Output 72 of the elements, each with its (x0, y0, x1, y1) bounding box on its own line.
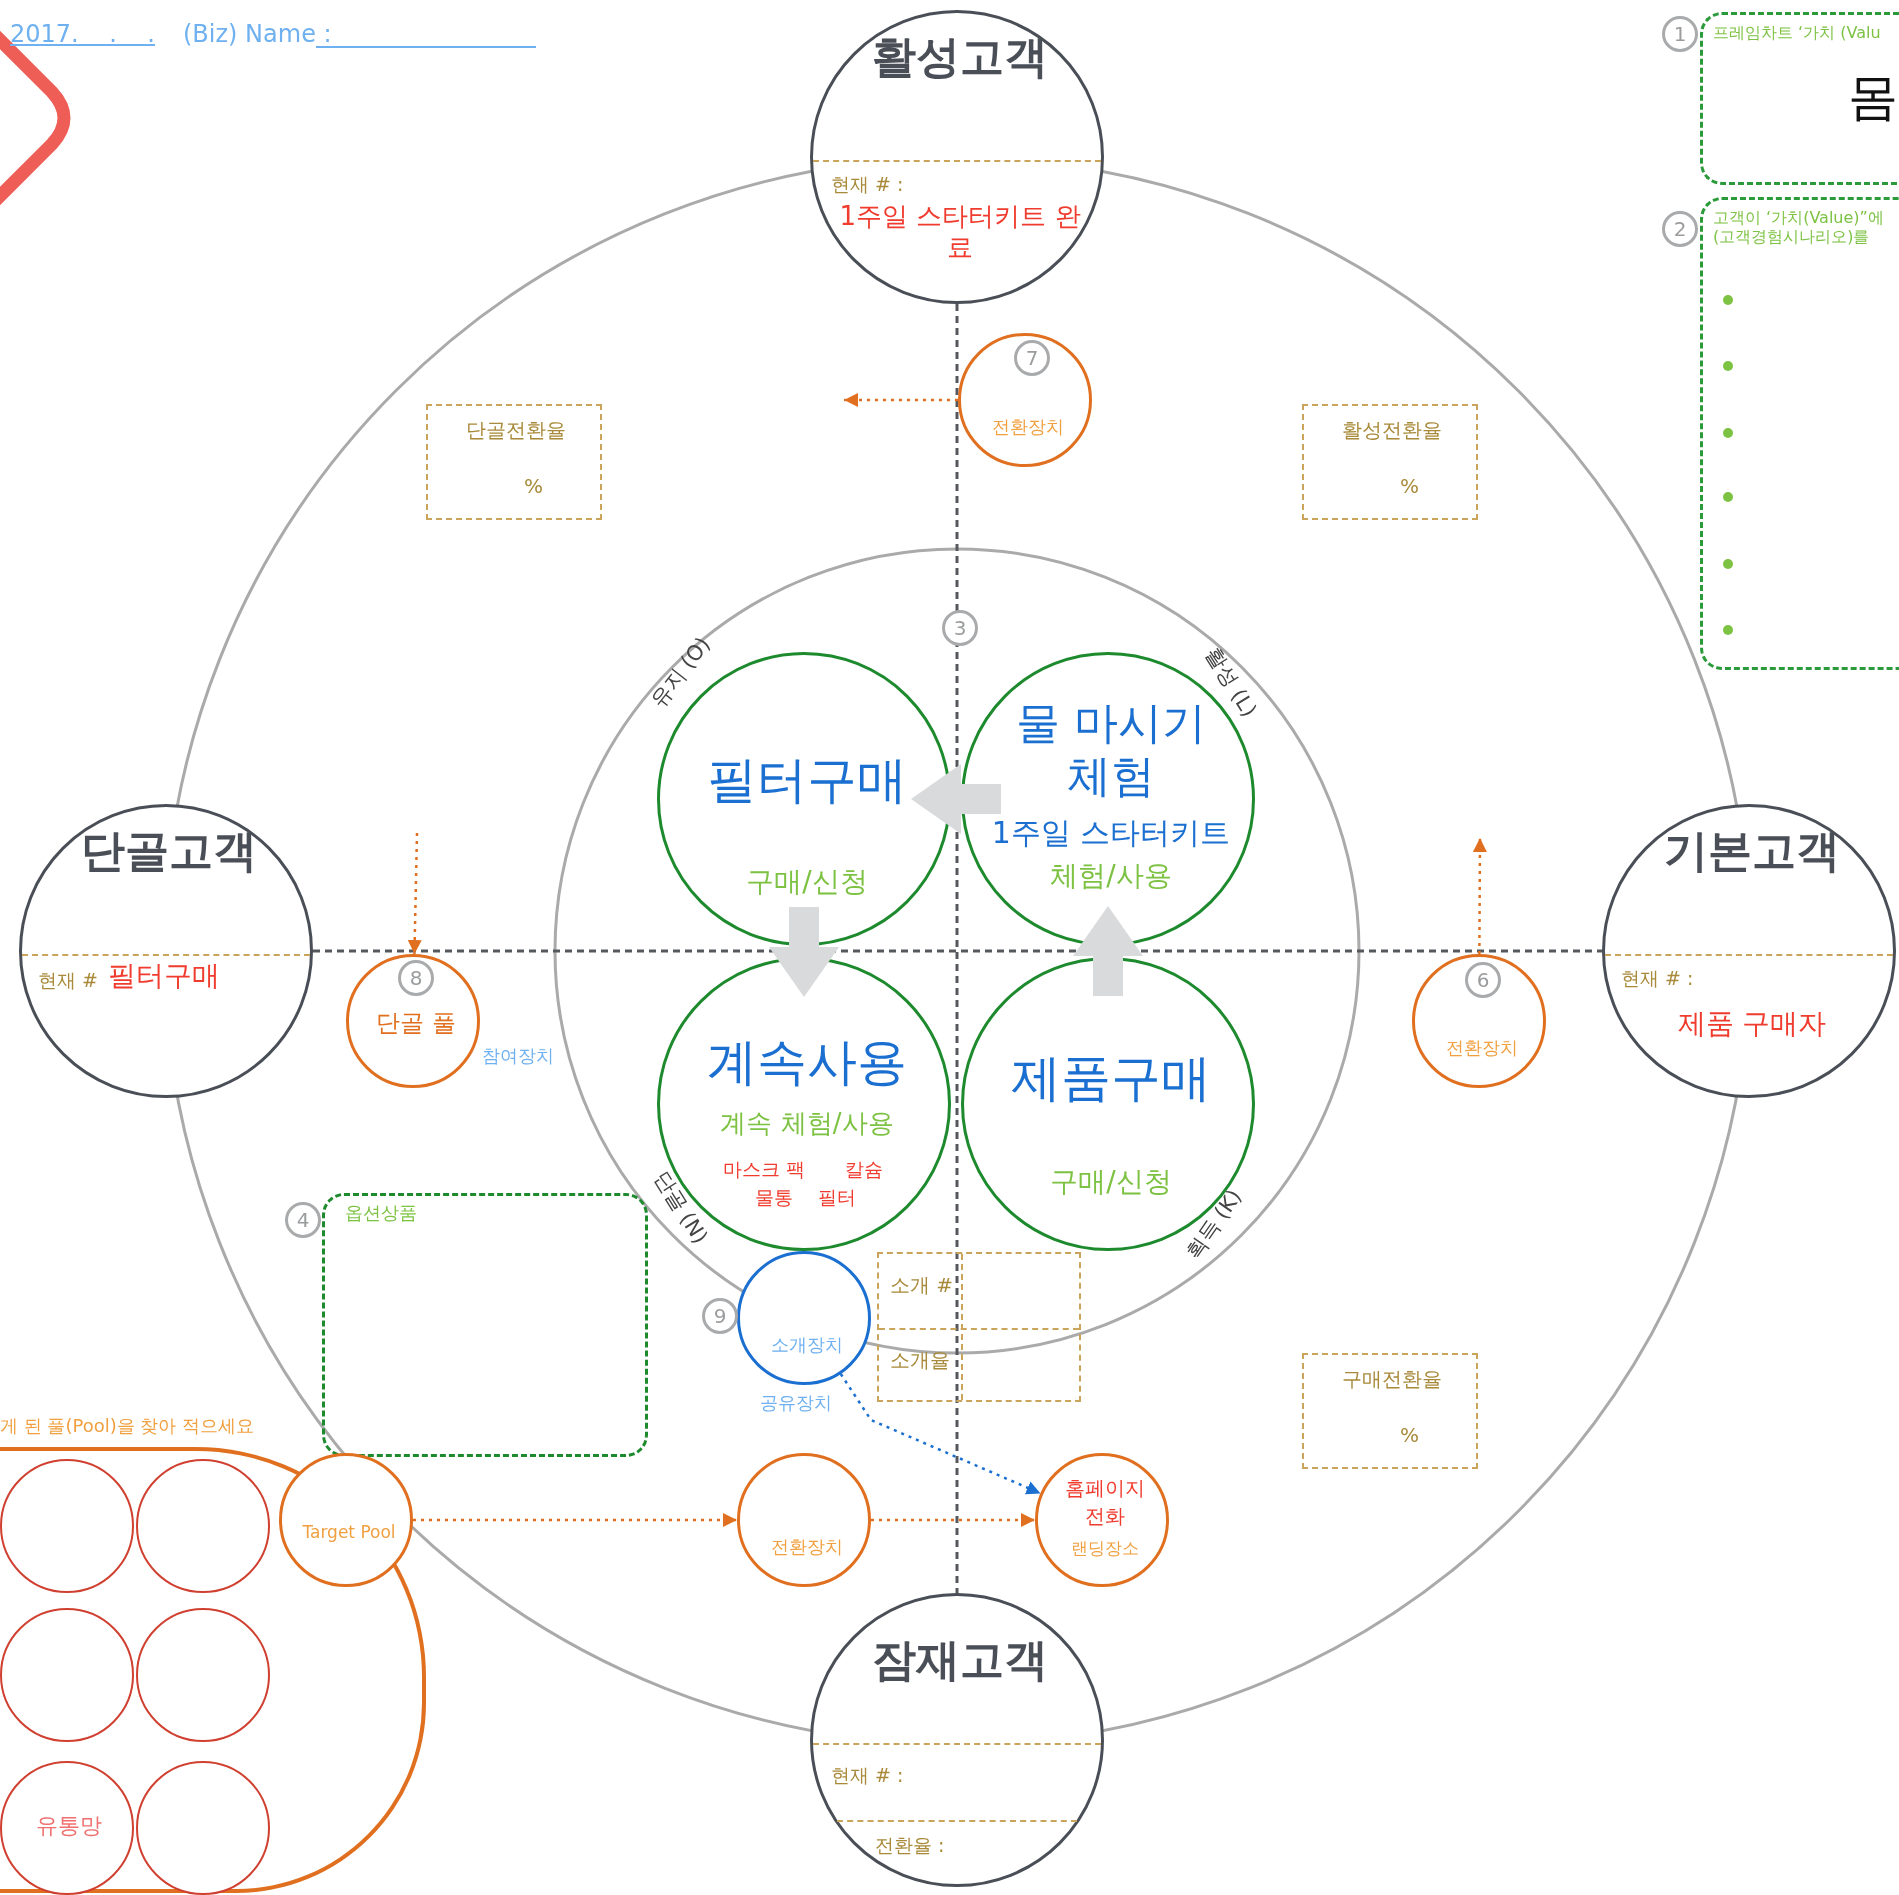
callout-number: 2 (1662, 211, 1698, 247)
product-item: 마스크 팩 (723, 1158, 807, 1181)
customer-value: 1주일 스타터키트 완료 (838, 201, 1082, 264)
stage-title: 계속사용 (706, 1032, 908, 1092)
stage-detail: 1주일 스타터키트 (990, 815, 1232, 851)
percent-sign: % (1400, 1423, 1420, 1447)
callout-number: 4 (285, 1202, 321, 1238)
arrow (839, 1373, 1041, 1495)
customer-title: 잠재고객 (871, 1634, 1049, 1687)
block-arrow (1073, 906, 1143, 996)
pool-heading: 게 된 풀(Pool)을 찾아 적으세요 (0, 1415, 256, 1437)
stage-subtitle: 계속 체험/사용 (719, 1108, 895, 1140)
stage-title: 필터구매 (706, 750, 908, 810)
note-box (1700, 12, 1899, 185)
table-label: 소개 # (890, 1273, 954, 1297)
arrow (413, 1513, 737, 1527)
note-text: 몸 (1848, 67, 1899, 127)
device-label: 랜딩장소 (1070, 1538, 1140, 1559)
device-caption: 참여장치 (482, 1045, 554, 1067)
arrow (871, 1513, 1035, 1527)
product-item: 칼슘 (845, 1158, 884, 1181)
arrow (407, 832, 422, 955)
callout-number: 9 (702, 1298, 738, 1334)
callout-number: 3 (942, 610, 978, 646)
customer-title: 활성고객 (871, 31, 1049, 84)
rate-label: 활성전환율 (1341, 418, 1443, 442)
customer-title: 단골고객 (80, 825, 258, 878)
device-caption: 공유장치 (760, 1392, 832, 1414)
rate-box (426, 404, 602, 520)
customer-value: 필터구매 (108, 959, 221, 993)
note-box (1700, 197, 1899, 670)
product-item: 물통 (755, 1186, 794, 1209)
arrow (844, 393, 958, 407)
count-label: 현재 # : (831, 173, 905, 196)
channel-label: 전화 (1084, 1504, 1126, 1528)
block-arrow (769, 907, 839, 997)
callout-number: 1 (1662, 16, 1698, 52)
name-label: (Biz) Name : (183, 20, 332, 49)
date-text: 2017. . . (10, 20, 155, 49)
device-label: 전환장치 (1445, 1037, 1519, 1059)
table-label: 소개율 (890, 1348, 950, 1372)
percent-sign: % (524, 474, 544, 498)
arc-label: 단골 (N) (648, 1166, 713, 1249)
pool-label: 단골 풀 (375, 1009, 457, 1038)
pool-label: 유통망 (35, 1813, 103, 1840)
count-label: 현재 # : (831, 1764, 905, 1787)
stage-subtitle: 구매/신청 (745, 865, 869, 899)
rate-label: 단골전환율 (465, 418, 567, 442)
device-label: 전환장치 (991, 416, 1065, 438)
count-label: 현재 # : (1621, 967, 1695, 990)
arrow (1472, 838, 1487, 954)
option-label: 옵션상품 (345, 1202, 418, 1224)
pool-label: Target Pool (301, 1522, 397, 1543)
rate-box (1302, 1353, 1478, 1469)
note-heading: 프레임차트 ‘가치 (Valu (1713, 23, 1882, 43)
channel-label: 홈페이지 (1064, 1476, 1146, 1500)
product-item: 필터 (818, 1186, 857, 1209)
block-arrow (911, 764, 1001, 834)
customer-value: 제품 구매자 (1676, 1007, 1828, 1041)
rate-label: 구매전환율 (1341, 1367, 1443, 1391)
customer-title: 기본고객 (1663, 825, 1841, 878)
rate-box (1302, 404, 1478, 520)
rate-label: 전환율 : (875, 1834, 946, 1857)
count-label: 현재 # (38, 969, 99, 992)
arc-label: 유지 (O) (645, 632, 716, 713)
stage-subtitle: 체험/사용 (1049, 859, 1173, 893)
note-heading: 고객이 ‘가치(Value)”에 (고객경험시나리오)를 (1713, 208, 1885, 247)
arc-label: 획득 (K) (1181, 1185, 1248, 1265)
device-label: 전환장치 (770, 1536, 844, 1558)
percent-sign: % (1400, 474, 1420, 498)
stage-title: 제품구매 (1010, 1048, 1212, 1108)
device-label: 소개장치 (770, 1334, 844, 1356)
